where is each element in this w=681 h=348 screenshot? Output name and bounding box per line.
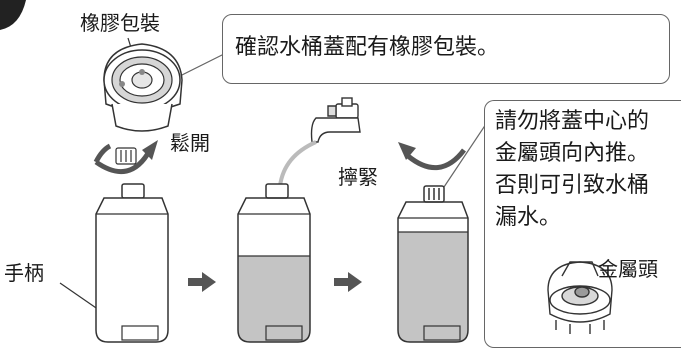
water-stream xyxy=(278,140,317,187)
warning-callout: 請勿將蓋中心的 金屬頭向內推。 否則可引致水桶 漏水。 xyxy=(484,100,681,348)
tighten-arrow xyxy=(398,142,466,171)
warning-line-3: 否則可引致水桶 xyxy=(495,173,650,198)
loosen-arrow xyxy=(93,140,158,174)
step-arrow-2 xyxy=(334,272,362,292)
warning-line-4: 漏水。 xyxy=(495,205,562,230)
warning-line-2: 金屬頭向內推。 xyxy=(495,141,650,166)
step-badge xyxy=(0,0,26,30)
gasket-label: 橡膠包裝 xyxy=(80,11,160,35)
tighten-label: 擰緊 xyxy=(338,165,378,189)
small-cap-icon xyxy=(115,147,137,165)
step-arrow-1 xyxy=(188,272,216,292)
cap-top-view xyxy=(103,43,183,132)
gasket-callout: 確認水桶蓋配有橡膠包裝。 xyxy=(222,14,670,84)
metal-head-label: 金屬頭 xyxy=(598,257,658,281)
bottle-filling xyxy=(237,183,311,343)
loosen-label: 鬆開 xyxy=(170,131,210,155)
warning-line-1: 請勿將蓋中心的 xyxy=(495,109,650,134)
warn-pointer-line xyxy=(441,123,487,191)
gasket-callout-text: 確認水桶蓋配有橡膠包裝。 xyxy=(235,35,500,60)
bottle-full-capped xyxy=(397,185,469,343)
bottle-empty xyxy=(95,183,169,343)
faucet xyxy=(310,97,361,143)
handle-label: 手柄 xyxy=(4,261,44,285)
